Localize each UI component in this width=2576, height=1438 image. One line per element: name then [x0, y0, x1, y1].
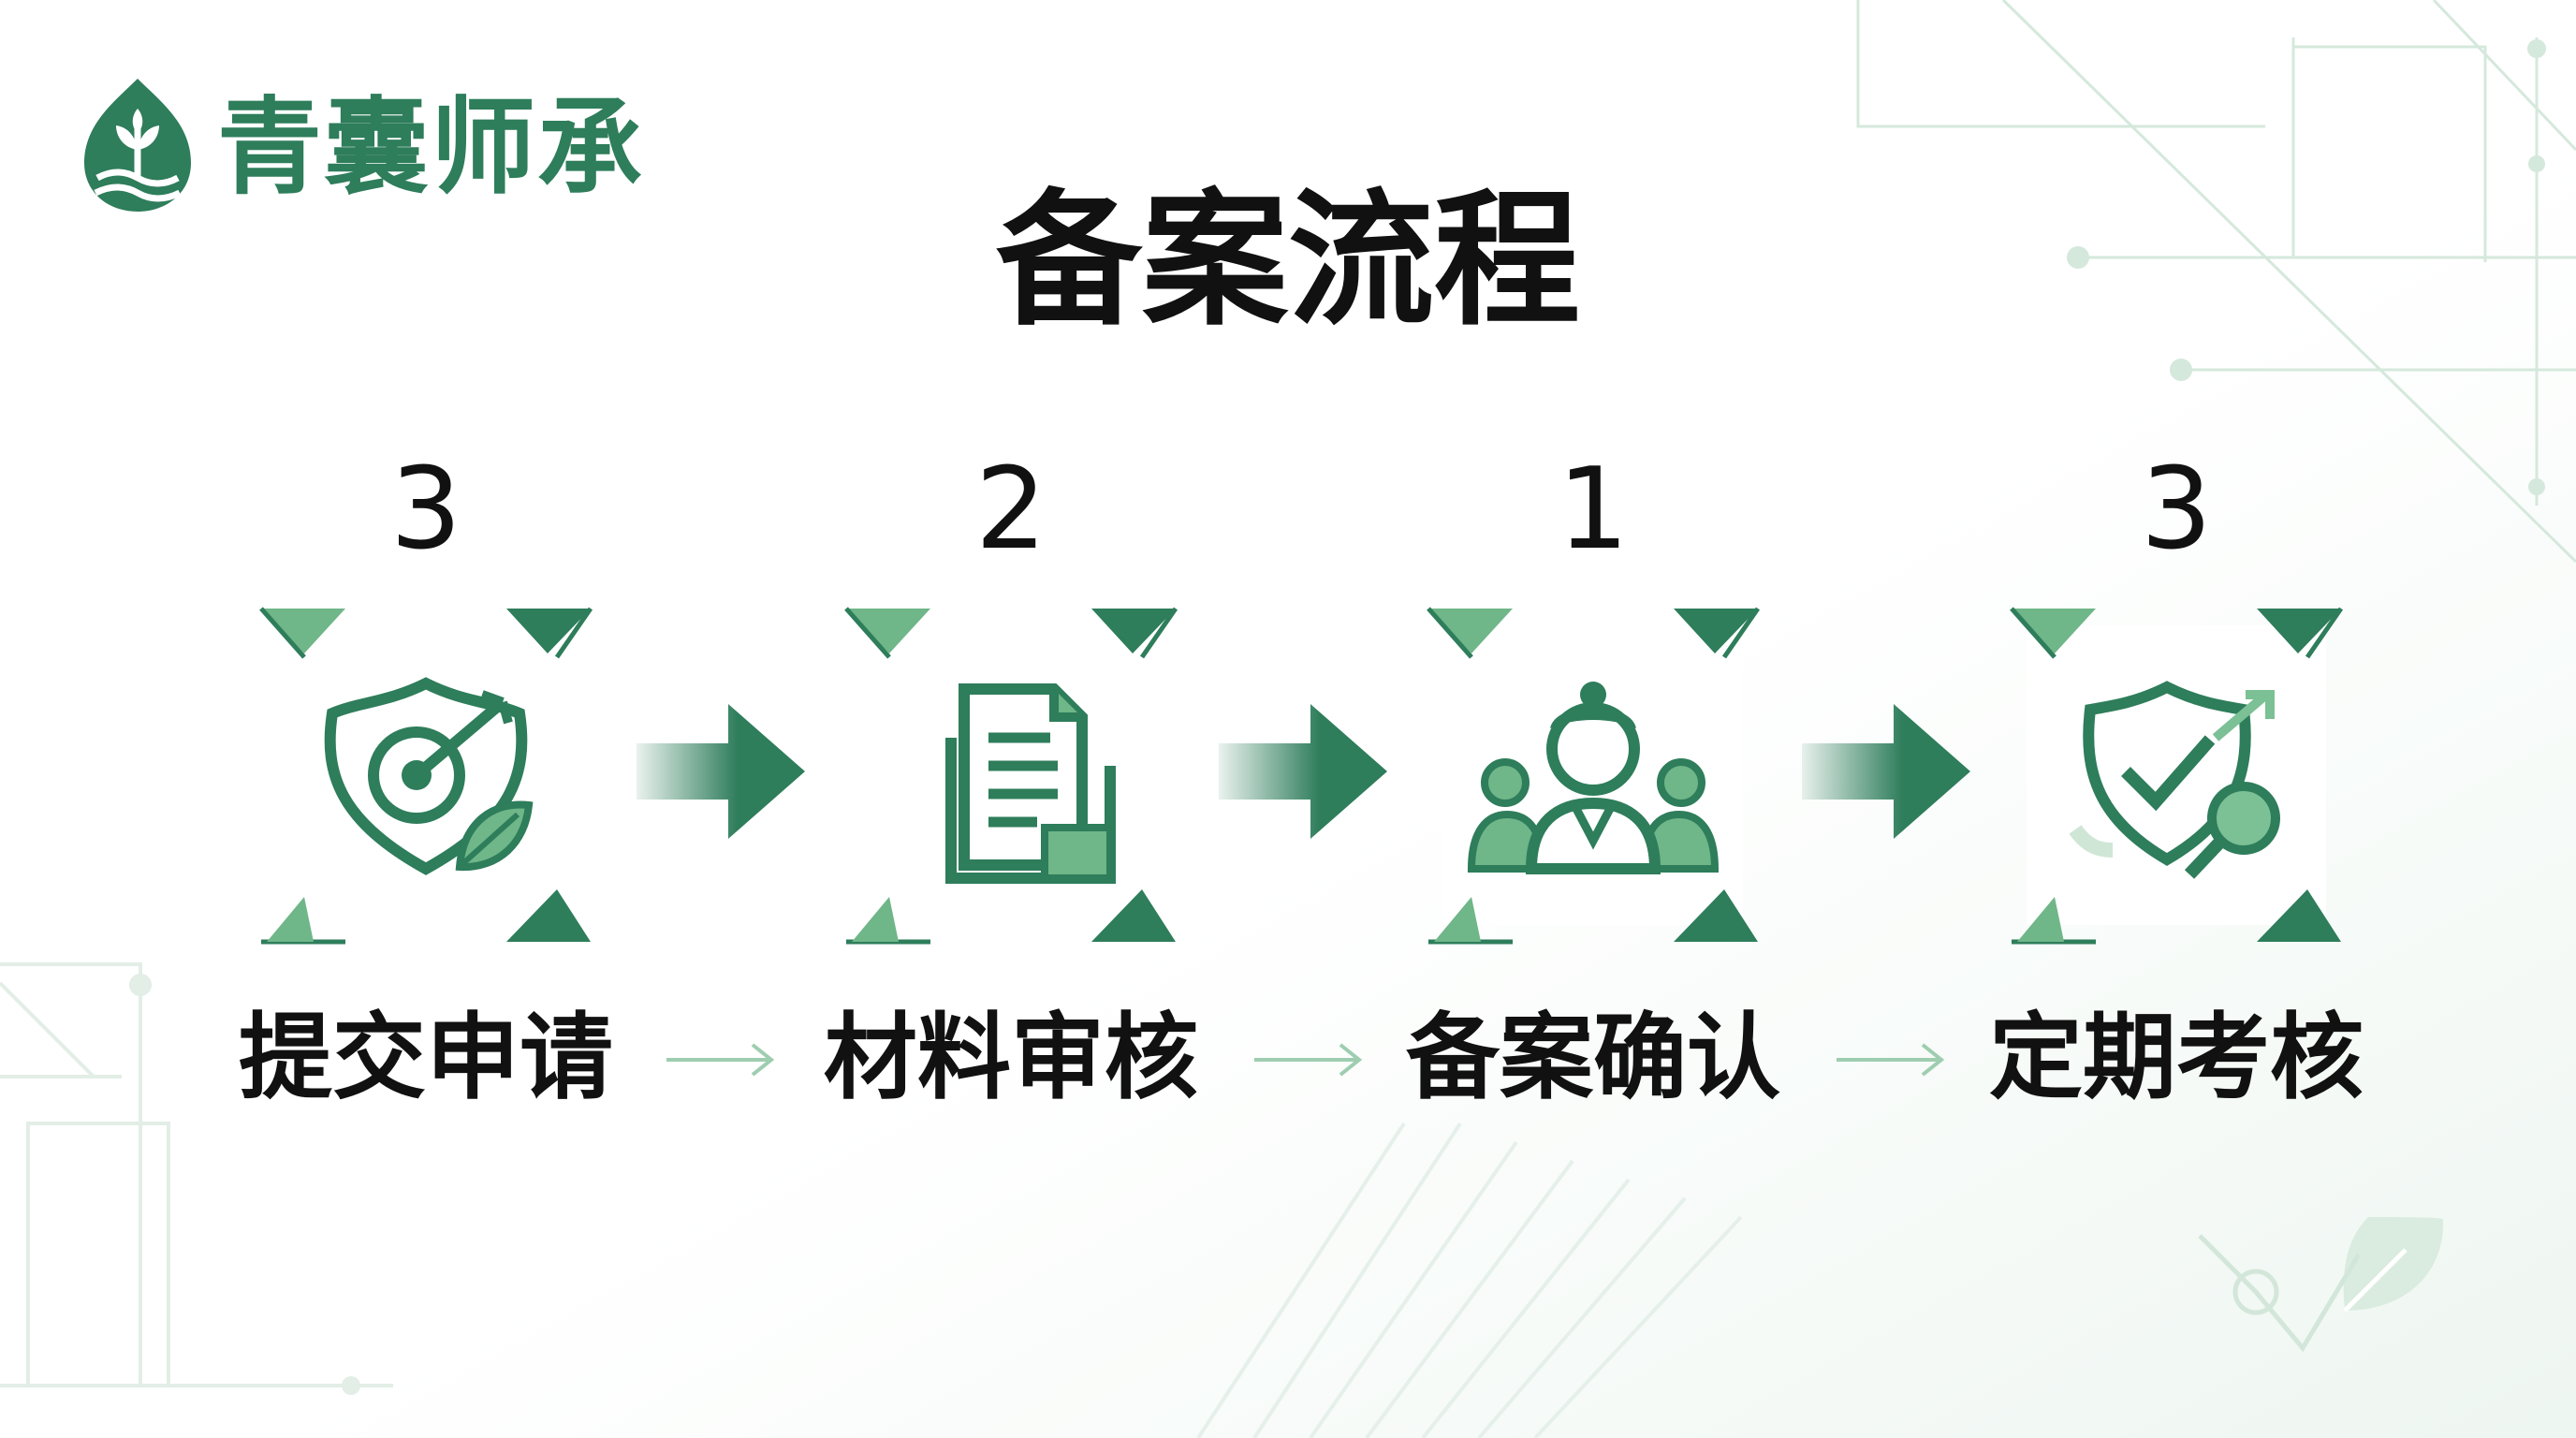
step-label: 材料审核 [824, 1003, 1198, 1112]
arrow-right-icon [1254, 1043, 1363, 1077]
step-number: 3 [389, 445, 462, 575]
brand-logo-icon [84, 79, 191, 212]
target-shield-leaf-icon [259, 607, 593, 945]
step-label: 提交申请 [239, 1003, 613, 1112]
step-number: 1 [1557, 445, 1630, 575]
process-step-3: 1 备案确认 [1406, 445, 1780, 1113]
people-group-icon [1427, 607, 1761, 945]
step-number: 3 [2140, 445, 2213, 575]
process-step-4: 3 定期考核 [1989, 445, 2364, 1113]
arrow-right-icon [666, 1043, 775, 1077]
process-step-2: 2 材料审核 [824, 445, 1198, 1113]
step-label: 定期考核 [1989, 1003, 2364, 1112]
step-arrow-right-icon [1802, 704, 1970, 839]
step-label: 备案确认 [1406, 1003, 1780, 1112]
step-number: 2 [974, 445, 1047, 575]
document-stack-icon [844, 607, 1178, 945]
step-arrow-right-icon [637, 704, 805, 839]
step-arrow-right-icon [1219, 704, 1387, 839]
shield-check-magnifier-icon [2010, 607, 2344, 945]
arrow-right-icon [1837, 1043, 1945, 1077]
process-step-1: 3 提交申请 [239, 445, 613, 1113]
page-title: 备案流程 [996, 175, 1580, 345]
brand-name: 青囊师承 [217, 87, 644, 209]
